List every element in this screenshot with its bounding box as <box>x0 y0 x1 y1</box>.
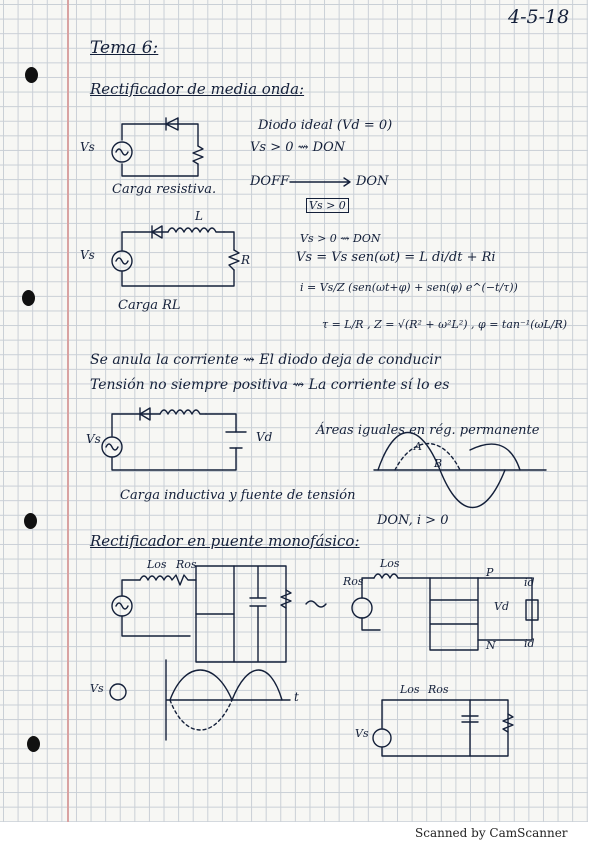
resistive-load-caption: Carga resistiva. <box>112 182 217 197</box>
bridge-title: Rectificador en puente monofásico: <box>90 532 360 550</box>
doff-label: DOFF <box>250 174 290 189</box>
don-label: DON <box>356 174 389 189</box>
binder-hole-4 <box>27 736 40 752</box>
circuit-rl <box>111 225 240 287</box>
don-again: Vs > 0 ⇝ DON <box>300 232 381 245</box>
inductive-source-caption: Carga inductiva y fuente de tensión <box>120 488 356 503</box>
vd2-label: Vd <box>494 600 509 613</box>
don-i-positive: DON, i > 0 <box>377 513 449 528</box>
equal-areas-waveform <box>373 431 547 509</box>
inductor-label: L <box>195 209 203 223</box>
wave-label-A: A <box>414 440 422 453</box>
bridge-circuit-3 <box>372 699 514 757</box>
los-label-2: Los <box>380 557 400 570</box>
id-label-bottom: id <box>524 637 535 650</box>
diff-equation: Vs = Vs sen(ωt) = L di/dt + Ri <box>296 250 496 265</box>
binder-hole-2 <box>22 290 35 306</box>
source-label-1: Vs <box>80 140 95 154</box>
circuit-resistive <box>111 117 204 177</box>
binder-hole-1 <box>25 67 38 83</box>
sentence-2: Tensión no siempre positiva ⇝ La corrien… <box>90 377 450 393</box>
wave-label-B: B <box>434 457 443 470</box>
vs-condition-box: Vs > 0 <box>306 198 349 213</box>
rectified-waveform <box>109 659 291 741</box>
doff-don-arrow <box>289 177 351 187</box>
equal-areas-note: Áreas iguales en rég. permanente <box>316 423 540 438</box>
id-label-top: id <box>524 576 535 589</box>
ros-label-1: Ros <box>176 558 197 571</box>
scanner-footer: Scanned by CamScanner <box>415 826 568 840</box>
binder-hole-3 <box>24 513 37 529</box>
margin-line <box>67 0 69 822</box>
sentence-1: Se anula la corriente ⇝ El diodo deja de… <box>90 352 441 368</box>
tilde-arrow <box>305 600 327 608</box>
ideal-diode-note: Diodo ideal (Vd = 0) <box>258 118 393 133</box>
source-label-3: Vs <box>86 432 101 446</box>
tau-z-phi: τ = L/R , Z = √(R² + ω²L²) , φ = tan⁻¹(ω… <box>322 318 568 331</box>
resistor-label: R <box>241 253 251 267</box>
n-label: N <box>486 639 496 652</box>
topic-title: Tema 6: <box>90 38 159 58</box>
p-label: P <box>486 566 494 579</box>
ros-label-2: Ros <box>343 575 364 588</box>
notebook-page <box>0 0 588 822</box>
current-solution: i = Vs/Z (sen(ωt+φ) + sen(φ) e^(−t/τ)) <box>300 281 518 294</box>
time-axis-label: t <box>294 690 299 704</box>
vd-label: Vd <box>256 430 273 444</box>
rl-load-caption: Carga RL <box>118 298 181 313</box>
los-label-3: Los <box>400 683 420 696</box>
ros-label-3: Ros <box>428 683 449 696</box>
diode-on-condition: Vs > 0 ⇝ DON <box>250 140 346 155</box>
half-wave-title: Rectificador de media onda: <box>90 80 305 98</box>
los-label-1: Los <box>147 558 167 571</box>
page-date: 4-5-18 <box>508 6 570 28</box>
source-label-2: Vs <box>80 248 95 262</box>
bridge-circuit-2 <box>351 573 539 651</box>
source-label-4: Vs <box>90 682 104 695</box>
source-label-5: Vs <box>355 727 369 740</box>
circuit-inductive-source <box>101 407 247 471</box>
bridge-circuit-1 <box>111 565 292 663</box>
